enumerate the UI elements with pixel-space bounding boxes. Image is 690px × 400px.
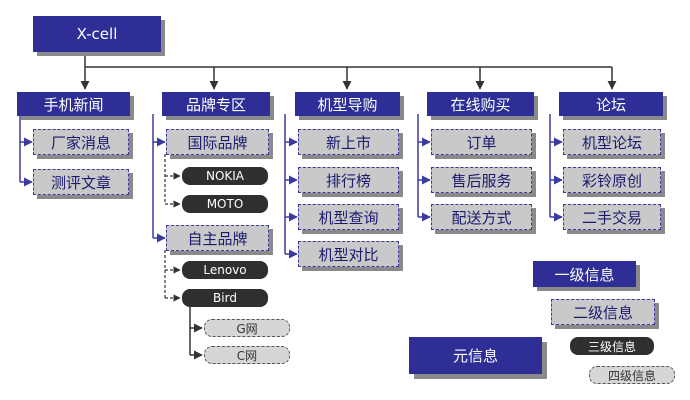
level4-connectors (189, 306, 203, 360)
level3-connectors (164, 154, 181, 302)
level1-node-online-purchase: 在线购买 (427, 92, 534, 116)
level2-node-model-compare: 机型对比 (298, 241, 399, 267)
level3-node-bird: Bird (182, 289, 268, 307)
level4-node-c-network: C网 (204, 346, 290, 364)
level2-node-orders: 订单 (431, 129, 532, 155)
root-node: X-cell (33, 16, 161, 52)
level3-node-moto: MOTO (182, 195, 268, 213)
level2-node-review-articles: 测评文章 (33, 169, 129, 195)
level2-connectors (19, 114, 563, 259)
legend-level1: 一级信息 (533, 261, 636, 287)
level2-node-ringtone-original: 彩铃原创 (563, 167, 661, 193)
legend-meta-info: 元信息 (409, 337, 542, 374)
level2-node-rankings: 排行榜 (298, 167, 399, 193)
legend-level4: 四级信息 (589, 366, 675, 384)
level1-node-forum: 论坛 (559, 92, 663, 116)
level1-node-phone-news: 手机新闻 (17, 92, 130, 116)
level3-node-nokia: NOKIA (182, 167, 268, 185)
root-connectors (80, 52, 617, 90)
legend-level2: 二级信息 (551, 299, 655, 325)
level1-node-brand-zone: 品牌专区 (162, 92, 270, 116)
legend-level3: 三级信息 (570, 337, 654, 355)
level2-node-second-hand: 二手交易 (563, 204, 661, 230)
level2-node-domestic-brands: 自主品牌 (166, 225, 269, 251)
level2-node-after-sales: 售后服务 (431, 167, 532, 193)
level2-node-international-brands: 国际品牌 (166, 129, 269, 155)
level2-node-model-search: 机型查询 (298, 204, 399, 230)
level4-node-g-network: G网 (204, 319, 290, 337)
level1-node-model-guide: 机型导购 (295, 92, 400, 116)
level2-node-delivery: 配送方式 (431, 204, 532, 230)
level2-node-new-arrivals: 新上市 (298, 129, 399, 155)
level2-node-vendor-news: 厂家消息 (33, 129, 129, 155)
level2-node-model-forum: 机型论坛 (563, 129, 661, 155)
level3-node-lenovo: Lenovo (182, 261, 268, 279)
